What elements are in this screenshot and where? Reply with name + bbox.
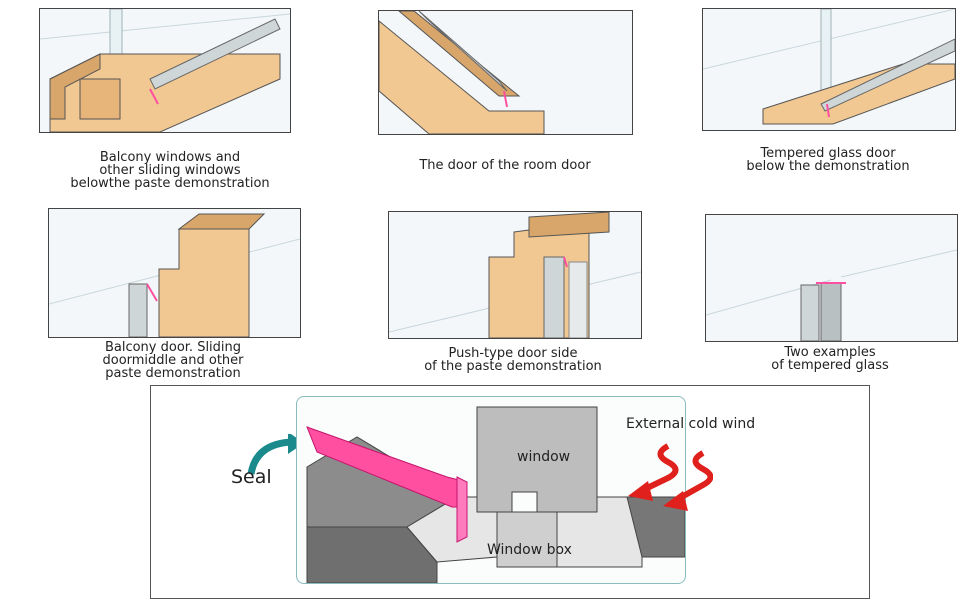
caption-line: Balcony door. Sliding bbox=[104, 340, 242, 355]
seal-diagram: Seal window Window box External cold win… bbox=[150, 385, 870, 599]
caption-line: Push-type door side bbox=[448, 346, 578, 361]
caption-line: of tempered glass bbox=[771, 358, 889, 373]
balcony-windows-panel bbox=[39, 8, 291, 133]
tempered-examples-caption: Two examples of tempered glass bbox=[680, 346, 970, 372]
seal-label: Seal bbox=[231, 466, 272, 488]
balcony-door-caption: Balcony door. Sliding doormiddle and oth… bbox=[23, 341, 323, 380]
tempered-examples-panel bbox=[705, 214, 958, 342]
balcony-windows-caption: Balcony windows and other sliding window… bbox=[20, 151, 320, 190]
balcony-door-panel bbox=[48, 208, 301, 338]
caption-line: The door of the room door bbox=[419, 158, 591, 173]
caption-line: Balcony windows and bbox=[99, 150, 241, 165]
caption-line: belowthe paste demonstration bbox=[70, 176, 270, 191]
room-door-caption: The door of the room door bbox=[355, 159, 655, 172]
caption-line: Tempered glass door bbox=[760, 146, 896, 161]
tempered-door-caption: Tempered glass door below the demonstrat… bbox=[678, 147, 970, 173]
caption-line: Two examples bbox=[784, 345, 876, 360]
push-door-caption: Push-type door side of the paste demonst… bbox=[363, 347, 663, 373]
caption-line: of the paste demonstration bbox=[424, 359, 602, 374]
push-door-panel bbox=[388, 211, 642, 339]
caption-line: doormiddle and other bbox=[102, 353, 244, 368]
caption-line: below the demonstration bbox=[746, 159, 910, 174]
room-door-panel bbox=[378, 10, 633, 135]
caption-line: other sliding windows bbox=[99, 163, 241, 178]
wind-label: External cold wind bbox=[626, 416, 756, 432]
window-box-illustration: window Window box bbox=[296, 396, 686, 584]
caption-line: paste demonstration bbox=[105, 366, 241, 381]
window-box-label: Window box bbox=[487, 542, 572, 558]
window-label: window bbox=[517, 449, 571, 465]
wind-arrows-icon bbox=[628, 443, 713, 511]
tempered-door-panel bbox=[702, 8, 956, 131]
